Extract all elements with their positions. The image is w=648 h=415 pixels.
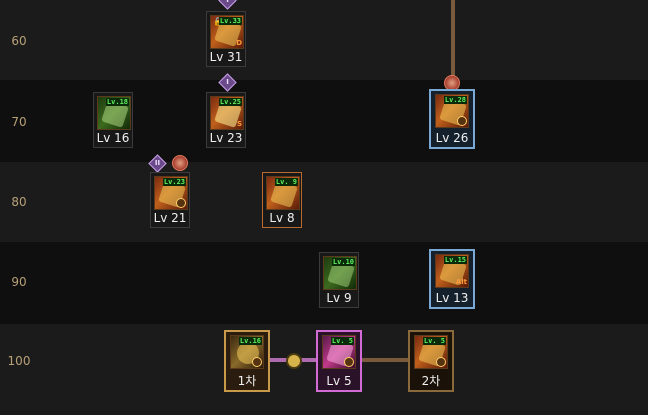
level-label: 80 — [11, 195, 27, 209]
skill-level-label: Lv 26 — [435, 131, 469, 145]
skill-icon: Lv. 5 — [414, 335, 448, 369]
skill-icon: Lv.16 — [230, 335, 264, 369]
level-label: 70 — [11, 115, 27, 129]
skill-level-badge: Lv.33 — [218, 17, 242, 25]
skill-icon: Lv.28 — [435, 94, 469, 128]
skill-level-label: Lv 5 — [326, 374, 352, 388]
skill-level-badge: Lv. 9 — [274, 178, 298, 186]
skill-level-badge: Lv.28 — [443, 96, 467, 104]
level-label: 90 — [11, 275, 27, 289]
swirl-icon — [172, 155, 188, 171]
skill-level-label: 1차 — [237, 374, 257, 388]
skill-level-badge: Lv.15 — [443, 256, 467, 264]
skill-level-label: Lv 8 — [269, 211, 295, 225]
skill-level-badge: Lv.25 — [218, 98, 242, 106]
skill-level-label: Lv 23 — [209, 131, 243, 145]
skill-level-badge: Lv.10 — [331, 258, 355, 266]
skill-icon: Lv.23 — [154, 176, 188, 210]
cooldown-icon — [436, 357, 446, 367]
skill-level-badge: Lv.23 — [162, 178, 186, 186]
skill-slot[interactable]: Lv. 5 Lv 5 — [316, 330, 362, 392]
skill-slot[interactable]: Lv.23 Lv 21 — [150, 172, 190, 228]
skill-level-label: Lv 13 — [435, 291, 469, 305]
skill-level-label: Lv 21 — [153, 211, 187, 225]
cooldown-icon — [176, 198, 186, 208]
skill-mark: D — [236, 39, 242, 47]
cooldown-icon — [457, 116, 467, 126]
skill-icon: Lv.15 Alt — [435, 254, 469, 288]
skill-slot[interactable]: Lv. 5 2차 — [408, 330, 454, 392]
cooldown-icon — [252, 357, 262, 367]
skill-mark: Alt — [455, 278, 467, 286]
lock-icon: 🔒 — [213, 17, 223, 26]
skill-slot[interactable]: Lv. 9 Lv 8 — [262, 172, 302, 228]
skill-icon: Lv. 9 — [266, 176, 300, 210]
skill-level-badge: Lv. 5 — [422, 337, 446, 345]
skill-slot[interactable]: Lv.28 Lv 26 — [429, 89, 475, 149]
clock-icon — [286, 353, 302, 369]
skill-level-badge: Lv.18 — [105, 98, 129, 106]
level-row-60: 60 — [0, 0, 648, 80]
skill-level-label: Lv 9 — [326, 291, 352, 305]
skill-level-badge: Lv.16 — [238, 337, 262, 345]
awakening-link-line — [362, 358, 408, 362]
skill-level-label: Lv 31 — [209, 50, 243, 64]
skill-icon: Lv. 5 — [322, 335, 356, 369]
skill-slot[interactable]: Lv.10 Lv 9 — [319, 252, 359, 308]
skill-link-line — [451, 0, 455, 76]
skill-slot[interactable]: 🔒 Lv.33 D Lv 31 — [206, 11, 246, 67]
skill-slot[interactable]: Lv.16 1차 — [224, 330, 270, 392]
skill-level-label: Lv 16 — [96, 131, 130, 145]
level-label: 100 — [7, 354, 31, 368]
skill-slot[interactable]: Lv.25 S Lv 23 — [206, 92, 246, 148]
skill-icon: Lv.10 — [323, 256, 357, 290]
skill-level-label: 2차 — [421, 374, 441, 388]
skill-level-badge: Lv. 5 — [330, 337, 354, 345]
skill-icon: Lv.25 S — [210, 96, 244, 130]
skill-icon: 🔒 Lv.33 D — [210, 15, 244, 49]
level-row-80: 80 — [0, 162, 648, 242]
skill-slot[interactable]: Lv.18 Lv 16 — [93, 92, 133, 148]
level-label: 60 — [11, 34, 27, 48]
skill-mark: S — [236, 120, 242, 128]
cooldown-icon — [344, 357, 354, 367]
skill-slot[interactable]: Lv.15 Alt Lv 13 — [429, 249, 475, 309]
skill-icon: Lv.18 — [97, 96, 131, 130]
